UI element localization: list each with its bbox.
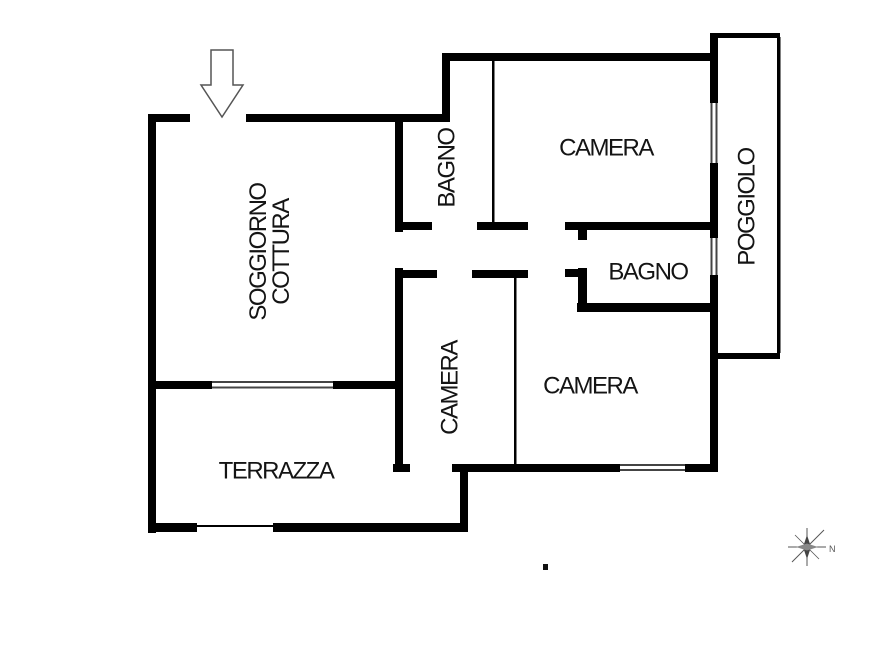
window-line bbox=[620, 469, 685, 471]
wall-segment bbox=[565, 269, 580, 277]
wall-segment bbox=[148, 523, 197, 532]
walls bbox=[148, 33, 781, 533]
partition-wall bbox=[492, 61, 495, 222]
wall-segment bbox=[442, 53, 718, 61]
entrance-arrow-icon bbox=[199, 49, 245, 119]
balcony-wall bbox=[713, 33, 780, 38]
dot-mark bbox=[543, 564, 548, 570]
room-label-camera-main: CAMERA bbox=[543, 372, 638, 400]
wall-segment bbox=[148, 381, 212, 389]
wall-segment bbox=[395, 114, 403, 232]
terrace-railing bbox=[197, 525, 273, 527]
room-label-soggiorno-cottura: SOGGIORNO COTTURA bbox=[245, 183, 295, 321]
wall-segment bbox=[710, 33, 718, 103]
window-line bbox=[710, 103, 713, 163]
room-label-camera-top: CAMERA bbox=[559, 134, 654, 162]
compass-rose-icon bbox=[788, 528, 826, 566]
wall-segment bbox=[578, 268, 587, 312]
wall-segment bbox=[578, 230, 587, 240]
windows bbox=[212, 103, 718, 471]
wall-segment bbox=[472, 270, 528, 278]
wall-segment bbox=[395, 222, 432, 230]
wall-segment bbox=[565, 222, 712, 230]
wall-segment bbox=[710, 275, 718, 472]
window-line bbox=[620, 464, 685, 466]
wall-segment bbox=[395, 268, 403, 472]
wall-segment bbox=[148, 114, 190, 122]
balcony-railing bbox=[777, 37, 781, 353]
wall-segment bbox=[452, 464, 620, 472]
room-label-bagno-main: BAGNO bbox=[608, 258, 689, 286]
window-line bbox=[212, 386, 333, 389]
window-line bbox=[715, 238, 718, 275]
compass-north-label: N bbox=[829, 544, 836, 554]
room-label-line: COTTURA bbox=[268, 199, 295, 305]
wall-segment bbox=[273, 523, 468, 532]
window-line bbox=[715, 103, 718, 163]
wall-segment bbox=[710, 163, 718, 238]
room-label-poggiolo: POGGIOLO bbox=[733, 148, 761, 266]
wall-segment bbox=[477, 222, 528, 230]
wall-segment bbox=[395, 270, 437, 278]
balcony-wall bbox=[718, 353, 780, 359]
room-label-line: SOGGIORNO bbox=[245, 183, 272, 321]
wall-segment bbox=[333, 381, 402, 389]
room-label-bagno-top: BAGNO bbox=[433, 128, 461, 208]
wall-segment bbox=[442, 53, 450, 122]
wall-segment bbox=[246, 114, 450, 122]
wall-segment bbox=[148, 114, 156, 533]
room-label-terrazza: TERRAZZA bbox=[218, 457, 335, 485]
wall-segment bbox=[577, 303, 718, 312]
wall-segment bbox=[460, 468, 468, 531]
wall-segment bbox=[685, 464, 718, 472]
compass-diamond bbox=[796, 543, 818, 551]
partition-wall bbox=[514, 278, 517, 464]
window-line bbox=[212, 381, 333, 383]
room-label-camera-corridor: CAMERA bbox=[436, 341, 464, 435]
window-line bbox=[710, 238, 713, 275]
